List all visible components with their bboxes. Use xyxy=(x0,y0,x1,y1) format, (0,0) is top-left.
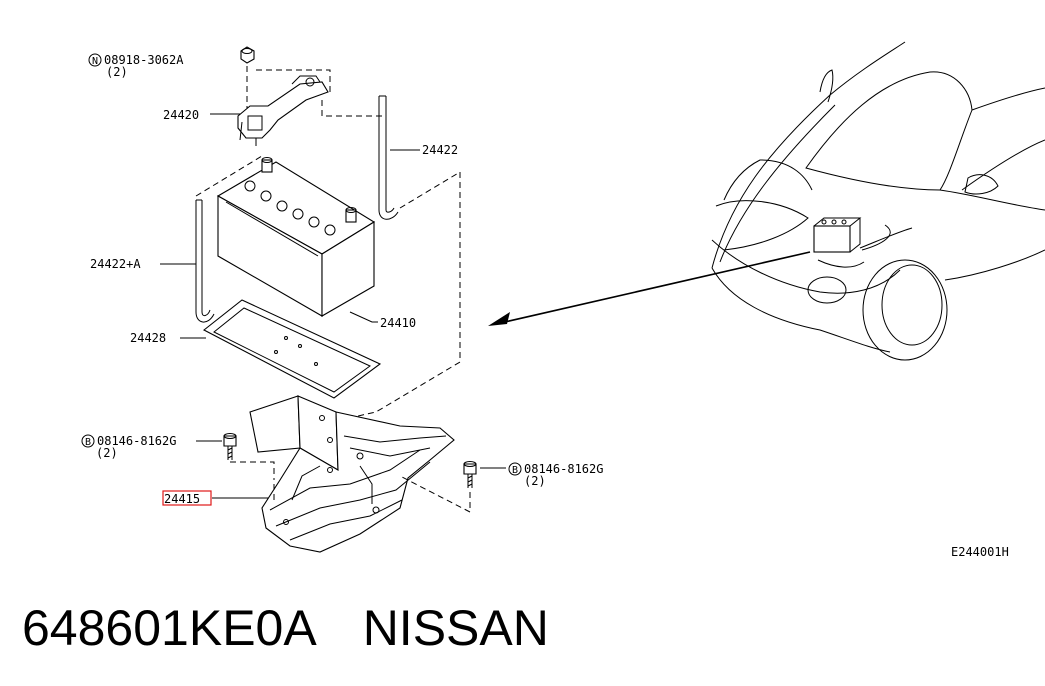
left-bolt-qty: (2) xyxy=(96,446,118,460)
nut-callout: N 08918-3062A (2) xyxy=(88,53,184,79)
right-bolt-symbol: B xyxy=(512,465,518,476)
left-bolt-symbol: B xyxy=(85,437,91,448)
label-rod-left: 24422+A xyxy=(90,257,141,271)
nut-icon xyxy=(240,46,255,64)
part-caption: 648601KE0A NISSAN xyxy=(22,598,549,662)
label-rod-right: 24422 xyxy=(422,143,458,157)
highlight-box xyxy=(162,490,212,506)
hold-down-rod-24422 xyxy=(378,95,399,220)
bolt-icon-left xyxy=(223,433,237,460)
brand-name: NISSAN xyxy=(362,600,549,656)
left-bolt-code: 08146-8162G xyxy=(97,434,176,448)
nut-part-code: 08918-3062A xyxy=(104,53,184,67)
figure-code: E244001H xyxy=(951,545,1009,559)
part-number: 648601KE0A xyxy=(22,600,317,656)
label-tray: 24428 xyxy=(130,331,166,345)
battery-bracket-24415 xyxy=(249,395,455,553)
right-bolt-qty: (2) xyxy=(524,474,546,488)
label-bracket: 24415 xyxy=(164,492,200,506)
bolt-icon-right xyxy=(463,461,477,488)
battery-clamp-24420 xyxy=(237,75,329,146)
location-arrow xyxy=(488,251,811,326)
hold-down-rod-24422-a xyxy=(195,199,215,323)
parts-diagram: N 08918-3062A (2) 24420 24422 24422+A 24… xyxy=(81,41,1045,559)
nut-symbol: N xyxy=(92,56,98,67)
nut-qty: (2) xyxy=(106,65,128,79)
leader-lines xyxy=(160,113,506,499)
label-battery: 24410 xyxy=(380,316,416,330)
battery-24410 xyxy=(216,157,376,317)
label-clamp: 24420 xyxy=(163,108,199,122)
vehicle-illustration xyxy=(711,41,1045,361)
right-bolt-callout: B 08146-8162G (2) xyxy=(508,462,603,488)
left-bolt-callout: B 08146-8162G (2) xyxy=(81,434,176,460)
battery-tray-24428 xyxy=(202,299,382,399)
highlighted-part-callout: 24415 xyxy=(162,490,212,506)
right-bolt-code: 08146-8162G xyxy=(524,462,603,476)
